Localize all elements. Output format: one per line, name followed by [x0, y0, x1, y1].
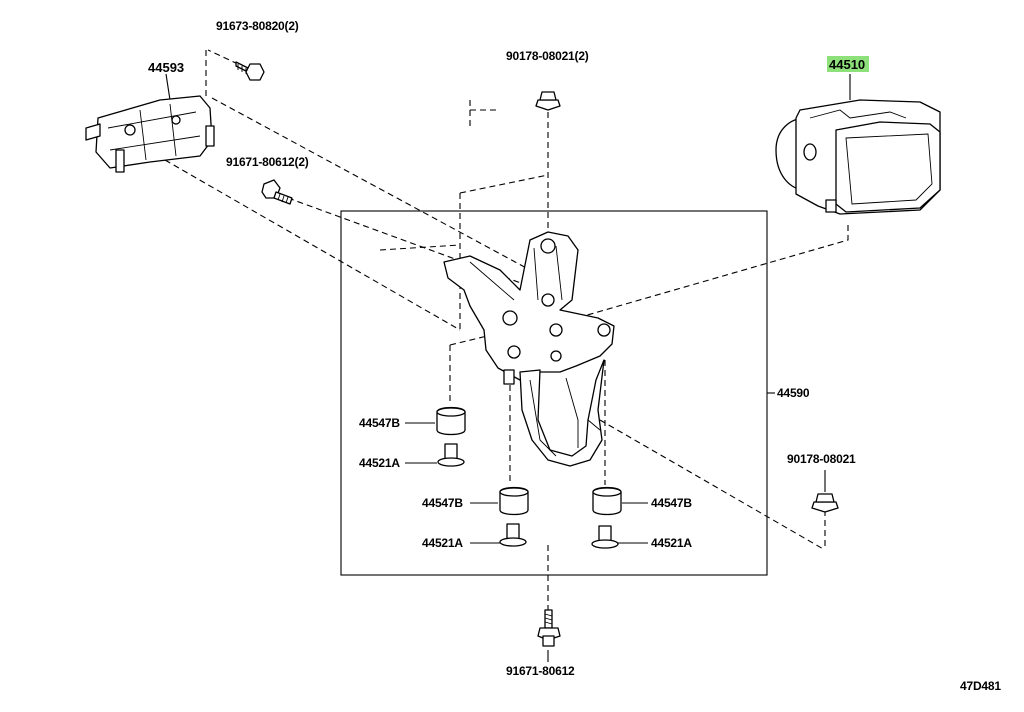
label-collar-center: 44521A [422, 536, 463, 550]
dashed-leaders [164, 49, 849, 610]
label-actuator: 44510 [829, 57, 865, 72]
nut-top-center [535, 91, 561, 111]
actuator-highlight [827, 56, 869, 72]
collar-center-part [499, 523, 527, 547]
label-collar-right: 44521A [651, 536, 692, 550]
label-cushion-right: 44547B [651, 496, 692, 510]
label-bracket-left: 44593 [148, 60, 184, 75]
label-bolt-top-left: 91673-80820(2) [216, 19, 299, 33]
nut-right [811, 493, 839, 513]
label-nut-top-center: 90178-08021(2) [506, 49, 589, 63]
label-bracket-assembly: 44590 [777, 386, 810, 400]
label-cushion-left: 44547B [359, 416, 400, 430]
actuator [775, 99, 941, 215]
collar-left-part [437, 443, 465, 467]
label-bolt-mid-left: 91671-80612(2) [226, 155, 309, 169]
bracket-assembly [443, 231, 615, 467]
bolt-bottom [537, 609, 561, 647]
bolt-top-left [235, 61, 265, 81]
label-collar-left: 44521A [359, 456, 400, 470]
label-nut-right: 90178-08021 [787, 452, 856, 466]
label-bolt-bottom: 91671-80612 [506, 664, 575, 678]
bracket-left [85, 95, 215, 173]
collar-right-part [591, 525, 619, 549]
label-cushion-center: 44547B [422, 496, 463, 510]
bolt-mid-left [261, 179, 293, 205]
diagram-code: 47D481 [960, 679, 1001, 693]
cushion-right-part [592, 486, 622, 516]
solid-leaders [165, 73, 851, 662]
cushion-left-part [436, 406, 466, 436]
cushion-center-part [499, 486, 529, 516]
